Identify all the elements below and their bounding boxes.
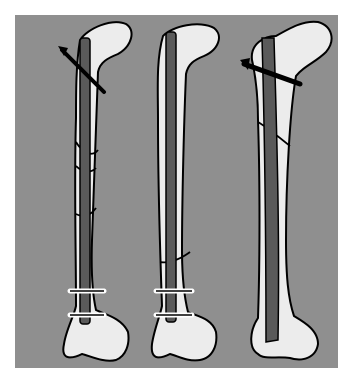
femur-middle-nail	[166, 32, 176, 322]
femur-left-nail	[80, 38, 90, 324]
